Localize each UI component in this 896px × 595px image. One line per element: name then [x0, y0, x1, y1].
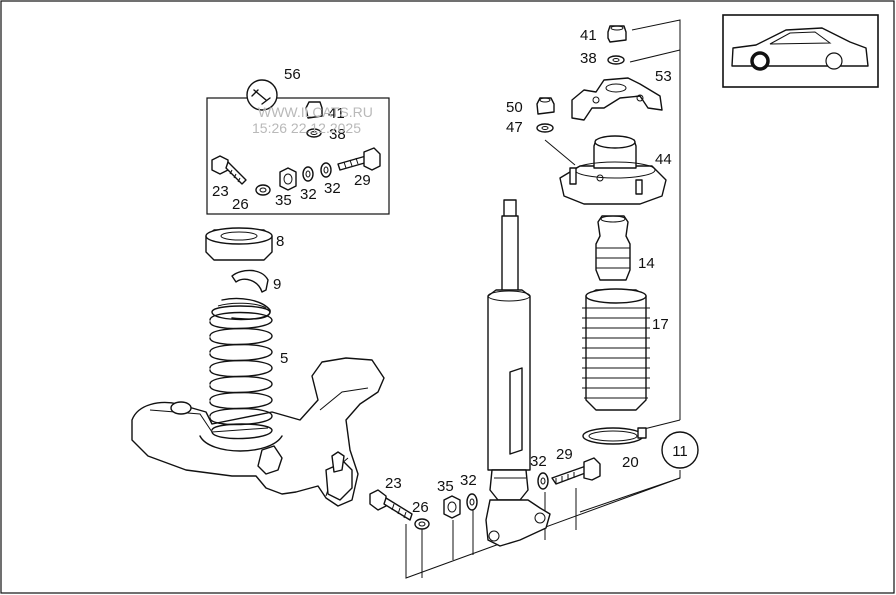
- repair-kit-icon[interactable]: [246, 79, 278, 111]
- washer-32-inset-a[interactable]: [302, 166, 314, 182]
- label-9: 9: [273, 276, 281, 293]
- dust-boot-17[interactable]: [582, 288, 650, 411]
- washer-38-inset[interactable]: [306, 128, 322, 138]
- strut-mount-44[interactable]: [559, 135, 667, 205]
- label-44: 44: [655, 151, 672, 168]
- spring-pad-8[interactable]: [205, 227, 273, 261]
- label-29-right: 29: [556, 446, 573, 463]
- mount-bracket-53[interactable]: [571, 77, 663, 121]
- page-ref-label: 11: [672, 443, 688, 460]
- nut-35-bottom[interactable]: [443, 495, 461, 519]
- label-23-bottom: 23: [385, 475, 402, 492]
- nut-41-inset[interactable]: [305, 101, 323, 119]
- bolt-29-right[interactable]: [551, 457, 601, 485]
- label-50: 50: [506, 99, 523, 116]
- washer-38-top[interactable]: [607, 55, 625, 65]
- label-56: 56: [284, 66, 301, 83]
- label-41-top: 41: [580, 27, 597, 44]
- watermark-site: WWW.ILCATS.RU: [258, 104, 373, 120]
- label-35-bottom: 35: [437, 478, 454, 495]
- clamp-ring-20[interactable]: [582, 427, 647, 445]
- strut-group-frame: [405, 19, 681, 579]
- label-32-bottom: 32: [460, 472, 477, 489]
- nut-41-top[interactable]: [607, 25, 627, 43]
- label-32-inset-b: 32: [324, 180, 341, 197]
- watermark-timestamp: 15:26 22.12.2025: [252, 120, 361, 136]
- label-32-inset-a: 32: [300, 186, 317, 203]
- bump-stop-14[interactable]: [595, 215, 631, 281]
- label-5: 5: [280, 350, 288, 367]
- label-20: 20: [622, 454, 639, 471]
- label-32-right: 32: [530, 453, 547, 470]
- label-35-inset: 35: [275, 192, 292, 209]
- washer-26-inset[interactable]: [255, 184, 271, 196]
- label-26-inset: 26: [232, 196, 249, 213]
- washer-32-bottom[interactable]: [466, 493, 478, 511]
- label-38-top: 38: [580, 50, 597, 67]
- label-38-inset: 38: [329, 126, 346, 143]
- label-14: 14: [638, 255, 655, 272]
- washer-32-inset-b[interactable]: [320, 162, 332, 178]
- nut-35-inset[interactable]: [279, 167, 297, 191]
- shock-absorber-strut[interactable]: [485, 199, 551, 547]
- label-47: 47: [506, 119, 523, 136]
- coil-spring-5[interactable]: [199, 297, 283, 452]
- spring-clip-9[interactable]: [231, 269, 269, 293]
- car-side-icon: [722, 14, 879, 88]
- label-41-inset: 41: [328, 105, 345, 122]
- bolt-23-bottom[interactable]: [369, 489, 413, 521]
- label-8: 8: [276, 233, 284, 250]
- page-ref-badge[interactable]: 11: [661, 431, 699, 469]
- washer-32-right[interactable]: [537, 472, 549, 490]
- label-23-inset: 23: [212, 183, 229, 200]
- label-17: 17: [652, 316, 669, 333]
- label-29-inset: 29: [354, 172, 371, 189]
- lower-control-arm[interactable]: [131, 357, 385, 507]
- nut-50[interactable]: [536, 97, 555, 115]
- washer-47[interactable]: [536, 123, 554, 133]
- label-53: 53: [655, 68, 672, 85]
- bolt-23-inset[interactable]: [211, 155, 247, 185]
- repair-kit-inset: [206, 97, 390, 215]
- label-26-bottom: 26: [412, 499, 429, 516]
- washer-26-bottom[interactable]: [414, 518, 430, 530]
- bolt-29-inset[interactable]: [337, 147, 381, 171]
